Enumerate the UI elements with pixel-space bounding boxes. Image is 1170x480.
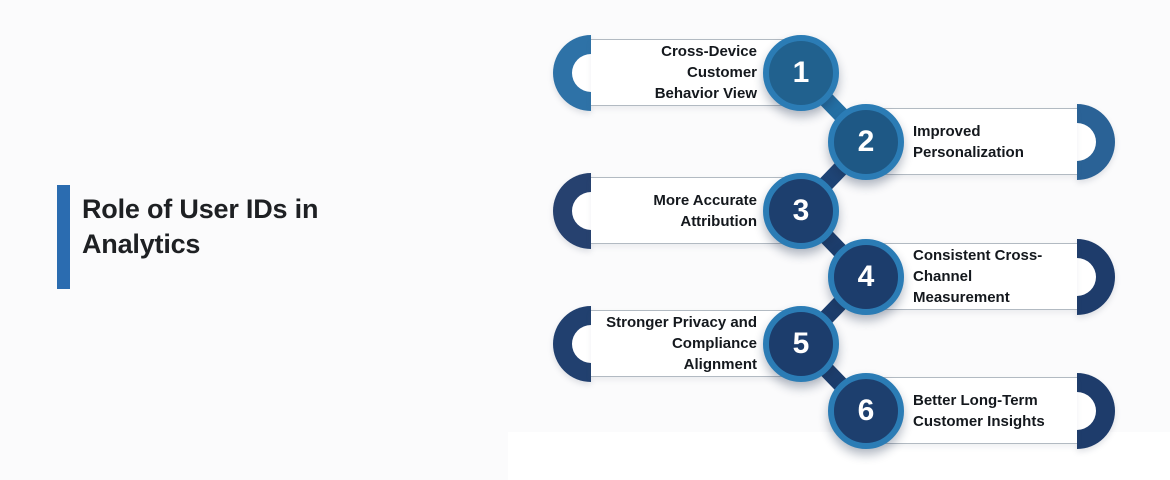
step-2-number: 2 [857, 124, 875, 158]
step-4-pill: Consistent Cross- Channel Measurement [850, 238, 1115, 315]
step-5-number-badge: 5 [763, 305, 839, 382]
step-4-number-badge: 4 [828, 238, 904, 315]
step-3-number-badge: 3 [763, 172, 839, 249]
title-accent-bar [57, 185, 70, 289]
step-6-number: 6 [857, 393, 875, 427]
step-3-number: 3 [792, 193, 810, 227]
step-1-number-badge: 1 [763, 34, 839, 111]
page-title: Role of User IDs in Analytics [82, 192, 402, 262]
page-title-line-2: Analytics [82, 229, 201, 259]
step-5-number: 5 [792, 326, 810, 360]
step-6-number-badge: 6 [828, 372, 904, 449]
step-4-number: 4 [857, 259, 875, 293]
step-1-number: 1 [792, 55, 810, 89]
step-2-number-badge: 2 [828, 103, 904, 180]
page-title-line-1: Role of User IDs in [82, 194, 319, 224]
